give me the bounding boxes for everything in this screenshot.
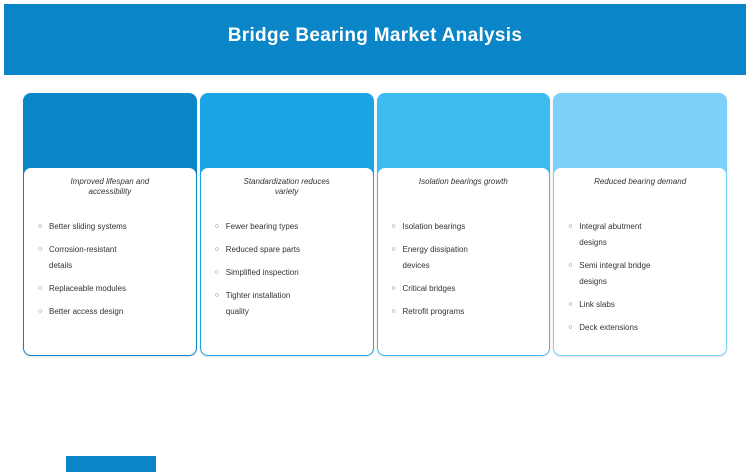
circle-bullet-icon: ○	[214, 292, 219, 299]
circle-bullet-icon: ○	[391, 246, 396, 253]
circle-bullet-icon: ○	[38, 223, 43, 230]
circle-bullet-icon: ○	[568, 262, 573, 269]
list-item-line: Better access design	[49, 307, 124, 316]
card-title-line: Isolation bearings growth	[418, 177, 508, 186]
market-card: Isolation bearings growth ○ Isolation bear…	[376, 93, 551, 356]
list-item: ○ Isolation bearings	[392, 219, 542, 235]
list-item-line: Corrosion-resistant	[49, 245, 117, 254]
market-card: Reduced bearing demand ○ Integral abutment…	[553, 93, 727, 356]
circle-bullet-icon: ○	[391, 285, 396, 292]
list-item: ○ Link slabs	[568, 297, 718, 313]
circle-bullet-icon: ○	[38, 285, 43, 292]
title-bar: Bridge Bearing Market Analysis	[4, 4, 746, 75]
circle-bullet-icon: ○	[38, 246, 43, 253]
card-header-block	[200, 94, 373, 172]
list-item-line: Fewer bearing types	[225, 222, 299, 231]
circle-bullet-icon: ○	[391, 308, 396, 315]
list-item: ○ Critical bridges	[392, 281, 542, 297]
card-title-line: Standardization reduces	[243, 177, 330, 186]
list-item-line: Link slabs	[579, 300, 615, 309]
list-item-line: Better sliding systems	[49, 222, 127, 231]
list-item-line: Semi integral bridge	[579, 261, 651, 270]
list-item: ○ Replaceable modules	[38, 281, 188, 297]
list-item-line: Critical bridges	[402, 284, 456, 293]
list-item-line: Replaceable modules	[49, 284, 126, 293]
card-title-line: Improved lifespan and	[70, 177, 150, 186]
card-header-block	[377, 94, 550, 172]
list-item-line: Retrofit programs	[402, 307, 465, 316]
list-item: ○ Better access design	[38, 304, 188, 320]
list-item: ○ Better sliding systems	[38, 219, 188, 235]
card-body: Reduced bearing demand ○ Integral abutment…	[554, 168, 726, 355]
list-item: ○ Simplified inspection	[215, 265, 365, 281]
circle-bullet-icon: ○	[214, 269, 219, 276]
circle-bullet-icon: ○	[38, 308, 43, 315]
list-item: ○ Tighter installation quality	[215, 288, 365, 320]
card-title: Isolation bearings growth	[378, 177, 550, 207]
list-item-line: devices	[402, 261, 430, 270]
list-item: ○ Reduced spare parts	[215, 242, 365, 258]
card-item-list: ○ Integral abutment designs ○ Semi integral …	[554, 219, 726, 336]
card-title: Reduced bearing demand	[554, 177, 726, 207]
card-title-line: variety	[274, 186, 299, 196]
footer-accent-bar	[66, 456, 156, 472]
list-item-line: Reduced spare parts	[225, 245, 301, 254]
circle-bullet-icon: ○	[214, 246, 219, 253]
list-item-line: Tighter installation	[225, 291, 291, 300]
list-item: ○ Integral abutment designs	[568, 219, 718, 251]
list-item-line: designs	[579, 238, 607, 247]
circle-bullet-icon: ○	[568, 301, 573, 308]
list-item-line: Simplified inspection	[225, 268, 299, 277]
list-item: ○ Fewer bearing types	[215, 219, 365, 235]
card-header-block	[554, 94, 726, 172]
card-item-list: ○ Isolation bearings ○ Energy dissipation de…	[378, 219, 550, 320]
circle-bullet-icon: ○	[391, 223, 396, 230]
list-item-line: Isolation bearings	[402, 222, 466, 231]
list-item-line: Deck extensions	[579, 323, 638, 332]
list-item-line: designs	[579, 277, 607, 286]
page-title: Bridge Bearing Market Analysis	[227, 24, 523, 46]
list-item-line: quality	[225, 307, 249, 316]
list-item: ○ Retrofit programs	[392, 304, 542, 320]
list-item-line: details	[49, 261, 73, 270]
list-item: ○ Corrosion-resistant details	[38, 242, 188, 274]
card-title-line: accessibility	[88, 186, 132, 196]
card-item-list: ○ Fewer bearing types ○ Reduced spare parts…	[201, 219, 373, 320]
card-item-list: ○ Better sliding systems ○ Corrosion-resist…	[24, 219, 196, 320]
circle-bullet-icon: ○	[214, 223, 219, 230]
list-item: ○ Semi integral bridge designs	[568, 258, 718, 290]
circle-bullet-icon: ○	[568, 324, 573, 331]
card-title-line: Reduced bearing demand	[594, 177, 687, 186]
list-item: ○ Deck extensions	[568, 320, 718, 336]
list-item: ○ Energy dissipation devices	[392, 242, 542, 274]
circle-bullet-icon: ○	[568, 223, 573, 230]
list-item-line: Integral abutment	[579, 222, 642, 231]
card-body: Isolation bearings growth ○ Isolation bear…	[377, 168, 550, 355]
list-item-line: Energy dissipation	[402, 245, 468, 254]
card-header-block	[24, 94, 196, 172]
